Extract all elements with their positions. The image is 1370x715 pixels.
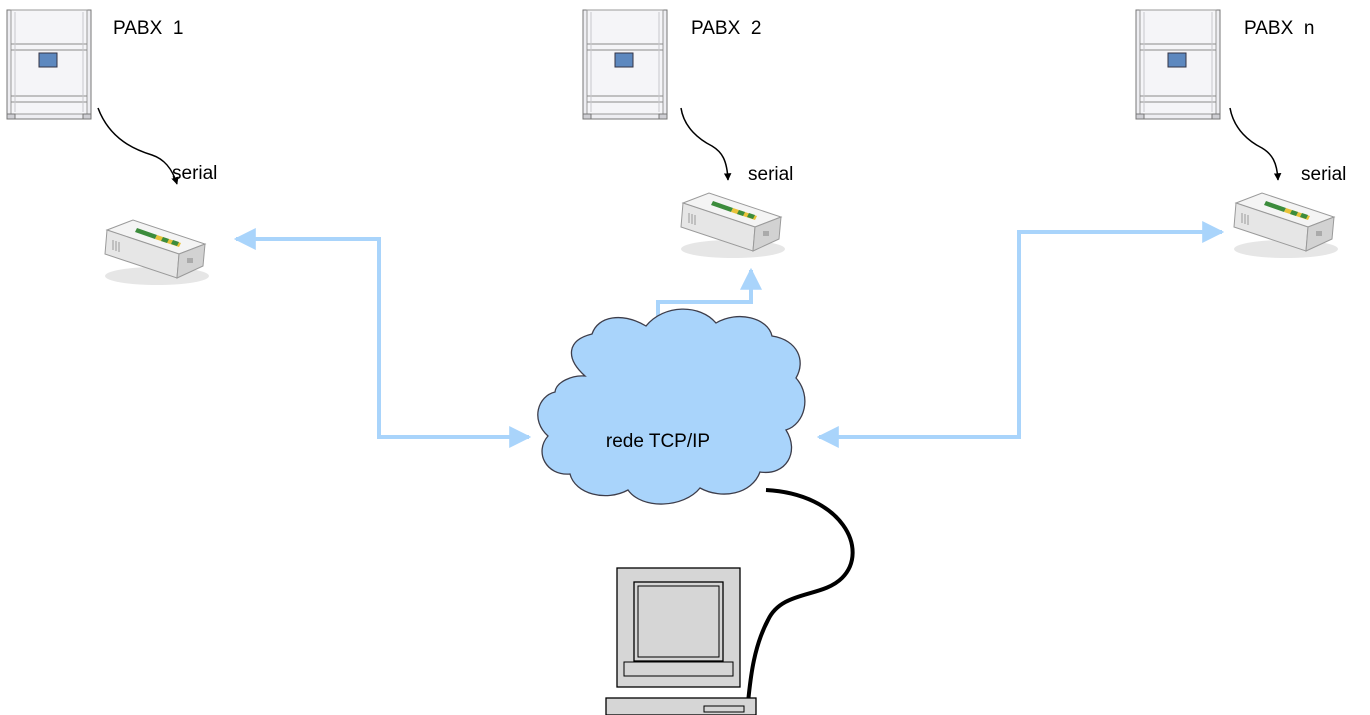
- pabx-server-icon: [582, 9, 668, 120]
- adapter-1: [104, 219, 210, 286]
- link-adapter1-to-network: [233, 228, 532, 448]
- pabx-1-label: PABX 1: [113, 18, 183, 39]
- pabx-n-label: PABX n: [1244, 18, 1314, 39]
- pabx-server-icon: [6, 9, 92, 120]
- link-network-to-adapter3: [816, 221, 1225, 448]
- serial-links: [97, 107, 1282, 185]
- computer: [605, 567, 757, 715]
- pabx-2: PABX 2: [582, 9, 761, 120]
- tcp-ip-cloud: rede TCP/IP: [537, 308, 806, 505]
- serial-label-1: serial: [172, 163, 217, 184]
- serial-link-1: [97, 107, 179, 185]
- adapter-3: [1233, 192, 1339, 259]
- serial-link-3: [1229, 107, 1282, 181]
- pabx-server-icon: [1135, 9, 1221, 120]
- serial-label-2: serial: [748, 164, 793, 185]
- adapter-2: [680, 192, 786, 259]
- serial-ip-adapter-icon: [1233, 192, 1339, 259]
- computer-icon: [605, 567, 757, 715]
- pabx-1: PABX 1: [6, 9, 183, 120]
- network-label: rede TCP/IP: [606, 431, 710, 452]
- computer-cable: [746, 488, 855, 703]
- serial-label-3: serial: [1301, 164, 1346, 185]
- serial-ip-adapter-icon: [680, 192, 786, 259]
- cloud-icon: [537, 308, 806, 505]
- serial-link-2: [680, 107, 732, 181]
- pabx-2-label: PABX 2: [691, 18, 761, 39]
- serial-ip-adapter-icon: [104, 219, 210, 286]
- pabx-n: PABX n: [1135, 9, 1314, 120]
